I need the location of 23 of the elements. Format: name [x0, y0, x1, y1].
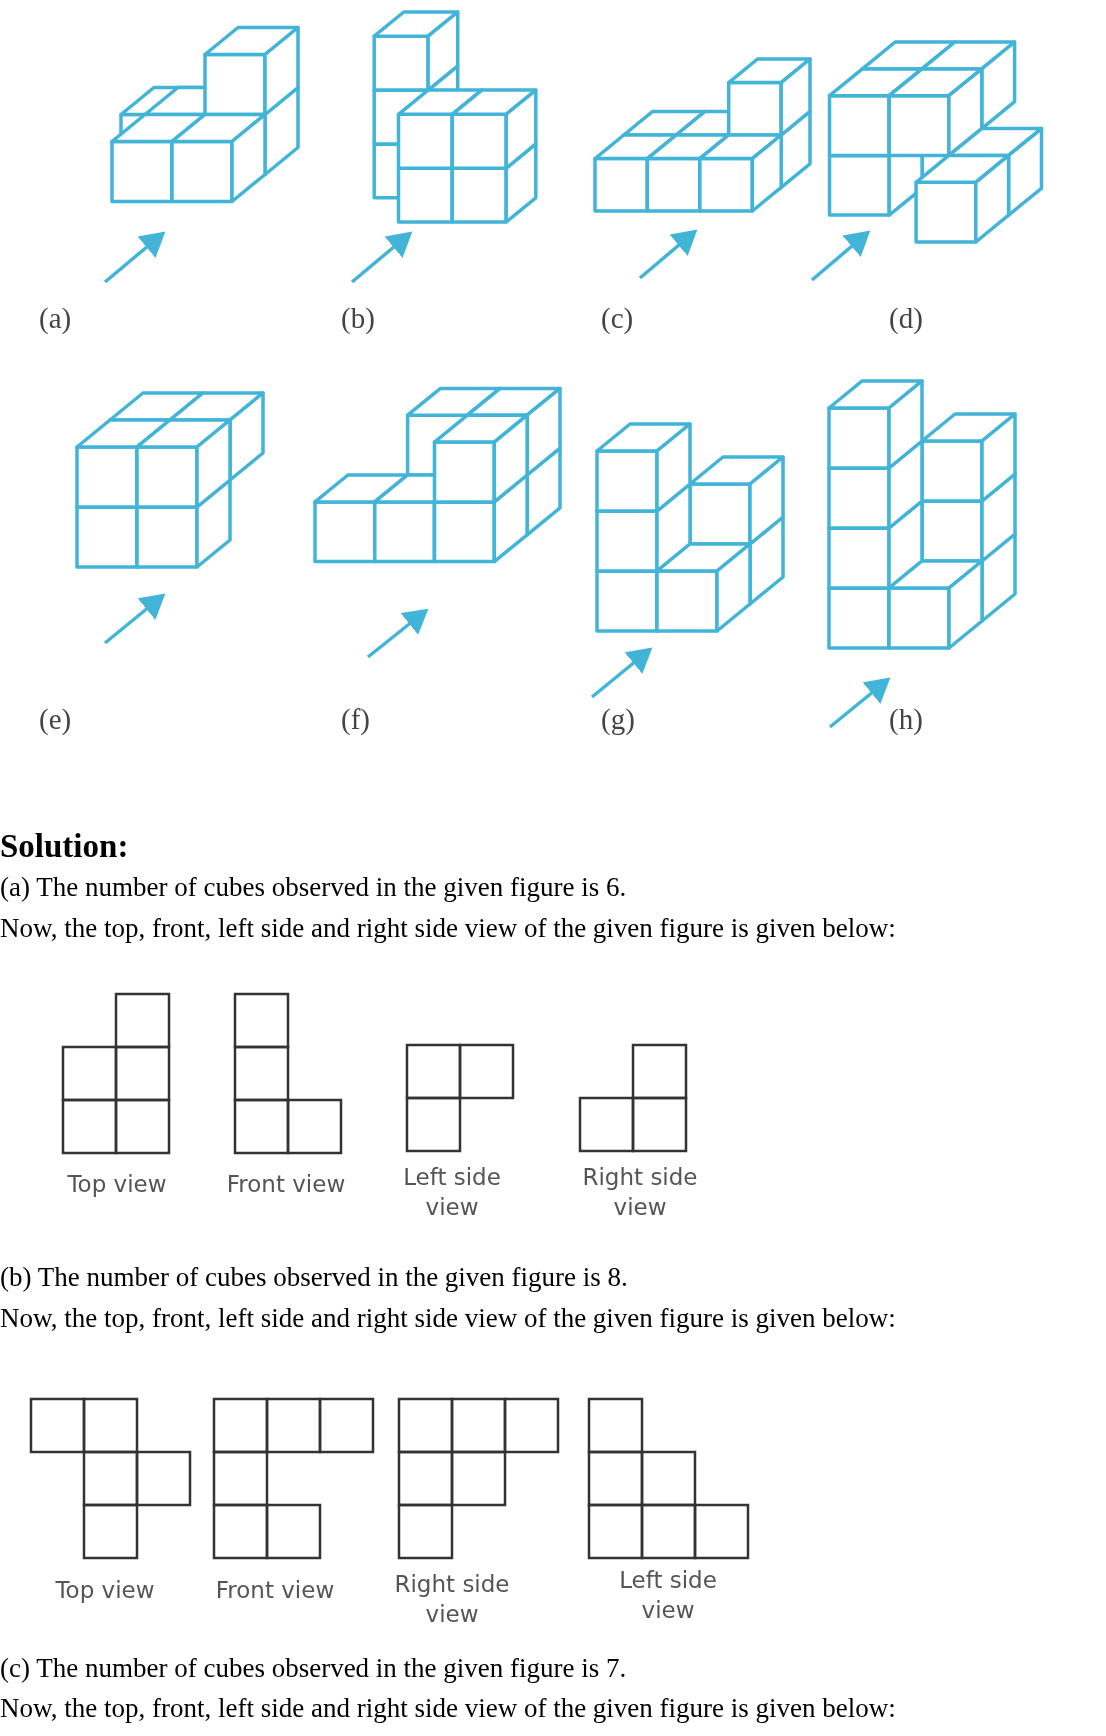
view-label: Left side view [402, 1163, 502, 1222]
figure-label: (f) [341, 703, 370, 736]
body-text: Now, the top, front, left side and right side view of the given figure is given below: [0, 913, 896, 944]
body-text: (a) The number of cubes observed in the given figure is 6. [0, 872, 627, 903]
view-label: Right side view [581, 1163, 699, 1222]
heading: Solution: [0, 828, 129, 865]
body-text: Now, the top, front, left side and right side view of the given figure is given below: [0, 1693, 896, 1724]
body-text: (b) The number of cubes observed in the given figure is 8. [0, 1262, 628, 1293]
figure-label: (e) [39, 703, 72, 736]
view-label: Front view [225, 1170, 347, 1199]
view-label: Left side view [618, 1566, 718, 1625]
figure-label: (a) [39, 302, 72, 335]
view-label: Right side view [393, 1570, 511, 1629]
body-text: Now, the top, front, left side and right side view of the given figure is given below: [0, 1303, 896, 1334]
figure-label: (g) [601, 703, 635, 736]
figure-label: (b) [341, 302, 375, 335]
view-label: Top view [66, 1170, 168, 1199]
figure-label: (h) [889, 703, 923, 736]
view-label: Top view [54, 1576, 156, 1605]
body-text: (c) The number of cubes observed in the given figure is 7. [0, 1653, 627, 1684]
figure-label: (c) [601, 302, 634, 335]
figure-label: (d) [889, 302, 923, 335]
view-label: Front view [214, 1576, 336, 1605]
